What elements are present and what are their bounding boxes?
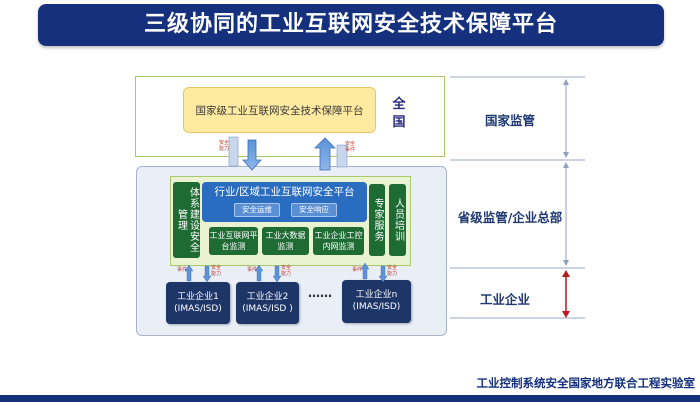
event-arrow-label: 安全事件	[345, 141, 356, 153]
national-platform-box: 国家级工业互联网安全技术保障平台	[183, 87, 376, 133]
enterprise-ellipsis: ……	[308, 286, 332, 300]
enterprise-1-box: 工业企业1 (IMAS/ISD)	[166, 282, 230, 324]
event-up-arrow	[314, 137, 348, 171]
enterprise-n-box: 工业企业n (IMAS/ISD)	[342, 280, 411, 323]
platform-monitoring-box: 工业互联网平台监测	[209, 227, 258, 255]
enterprise2-event-label: 事件	[247, 267, 258, 273]
enterprise-name: 工业企业1	[177, 292, 219, 302]
level-enterprise-label: 工业企业	[479, 292, 530, 307]
footer-lab-name: 工业控制系统安全国家地方联合工程实验室	[476, 376, 696, 390]
enterprise-2-box: 工业企业2 (IMAS/ISD )	[236, 282, 299, 324]
capability-arrow-label: 安全能力	[219, 140, 230, 152]
enterprise-system: (IMAS/ISD)	[352, 302, 401, 312]
level-provincial-label: 省级监管/企业总部	[457, 210, 563, 225]
enterprisen-capability-label: 安全能力	[387, 265, 398, 277]
capability-down-arrow	[228, 136, 262, 171]
security-ops-pill: 安全运维	[234, 203, 280, 217]
enterprisen-event-label: 事件	[352, 267, 363, 273]
level-national-label: 国家监管	[484, 113, 535, 128]
footer-bar	[0, 395, 700, 402]
enterprise-arrows	[184, 262, 388, 283]
enterprise-name: 工业企业n	[355, 290, 398, 300]
security-response-pill: 安全响应	[291, 203, 337, 217]
industry-platform-label: 行业/区域工业互联网安全平台	[214, 186, 355, 198]
staff-training-label: 人员培训	[392, 198, 404, 242]
staff-training-box: 人员培训	[389, 184, 406, 256]
network-monitoring-box: 工业企业工控内网监测	[313, 227, 364, 255]
enterprise2-capability-label: 安全能力	[281, 265, 292, 277]
system-building-box: 体系建设安全管理	[173, 182, 200, 258]
enterprise-name: 工业企业2	[246, 292, 289, 302]
enterprise1-event-label: 事件	[177, 267, 188, 273]
expert-service-box: 专家服务	[369, 184, 385, 256]
page-title: 三级协同的工业互联网安全技术保障平台	[143, 12, 558, 37]
level-range-arrows	[562, 79, 570, 318]
enterprise-system: (IMAS/ISD)	[174, 304, 222, 314]
bigdata-monitoring-box: 工业大数据监测	[262, 227, 309, 255]
title-banner: 三级协同的工业互联网安全技术保障平台	[38, 4, 664, 46]
enterprise1-capability-label: 安全能力	[211, 265, 222, 277]
industry-platform-box	[202, 182, 367, 222]
national-scope-label: 全国	[392, 97, 406, 130]
expert-service-label: 专家服务	[372, 198, 383, 242]
enterprise-system: (IMAS/ISD )	[242, 304, 293, 314]
system-building-label: 体系建设安全管理	[175, 187, 199, 253]
